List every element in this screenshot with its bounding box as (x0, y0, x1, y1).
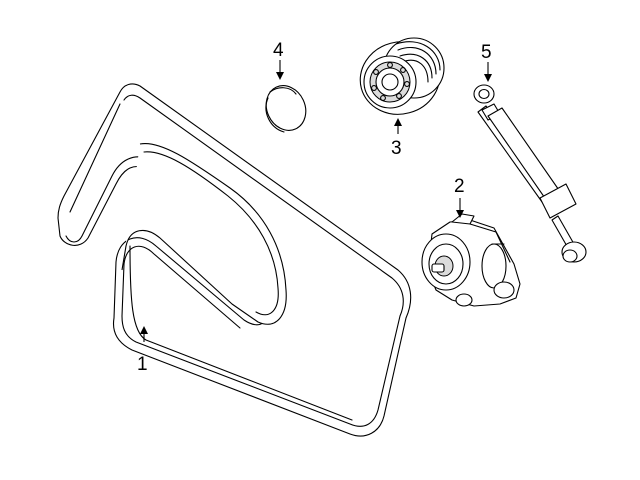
callout-2-label: 2 (454, 176, 465, 197)
drive-belt (57, 83, 412, 437)
dust-cap (265, 85, 307, 133)
damper (473, 84, 587, 263)
idler-pulley (359, 37, 445, 115)
callout-1-label: 1 (137, 354, 148, 375)
callout-4-label: 4 (273, 40, 284, 61)
callout-3-label: 3 (391, 138, 402, 159)
callout-leaders (140, 60, 492, 342)
belt-tensioner (421, 213, 521, 307)
callout-5-label: 5 (481, 42, 492, 63)
